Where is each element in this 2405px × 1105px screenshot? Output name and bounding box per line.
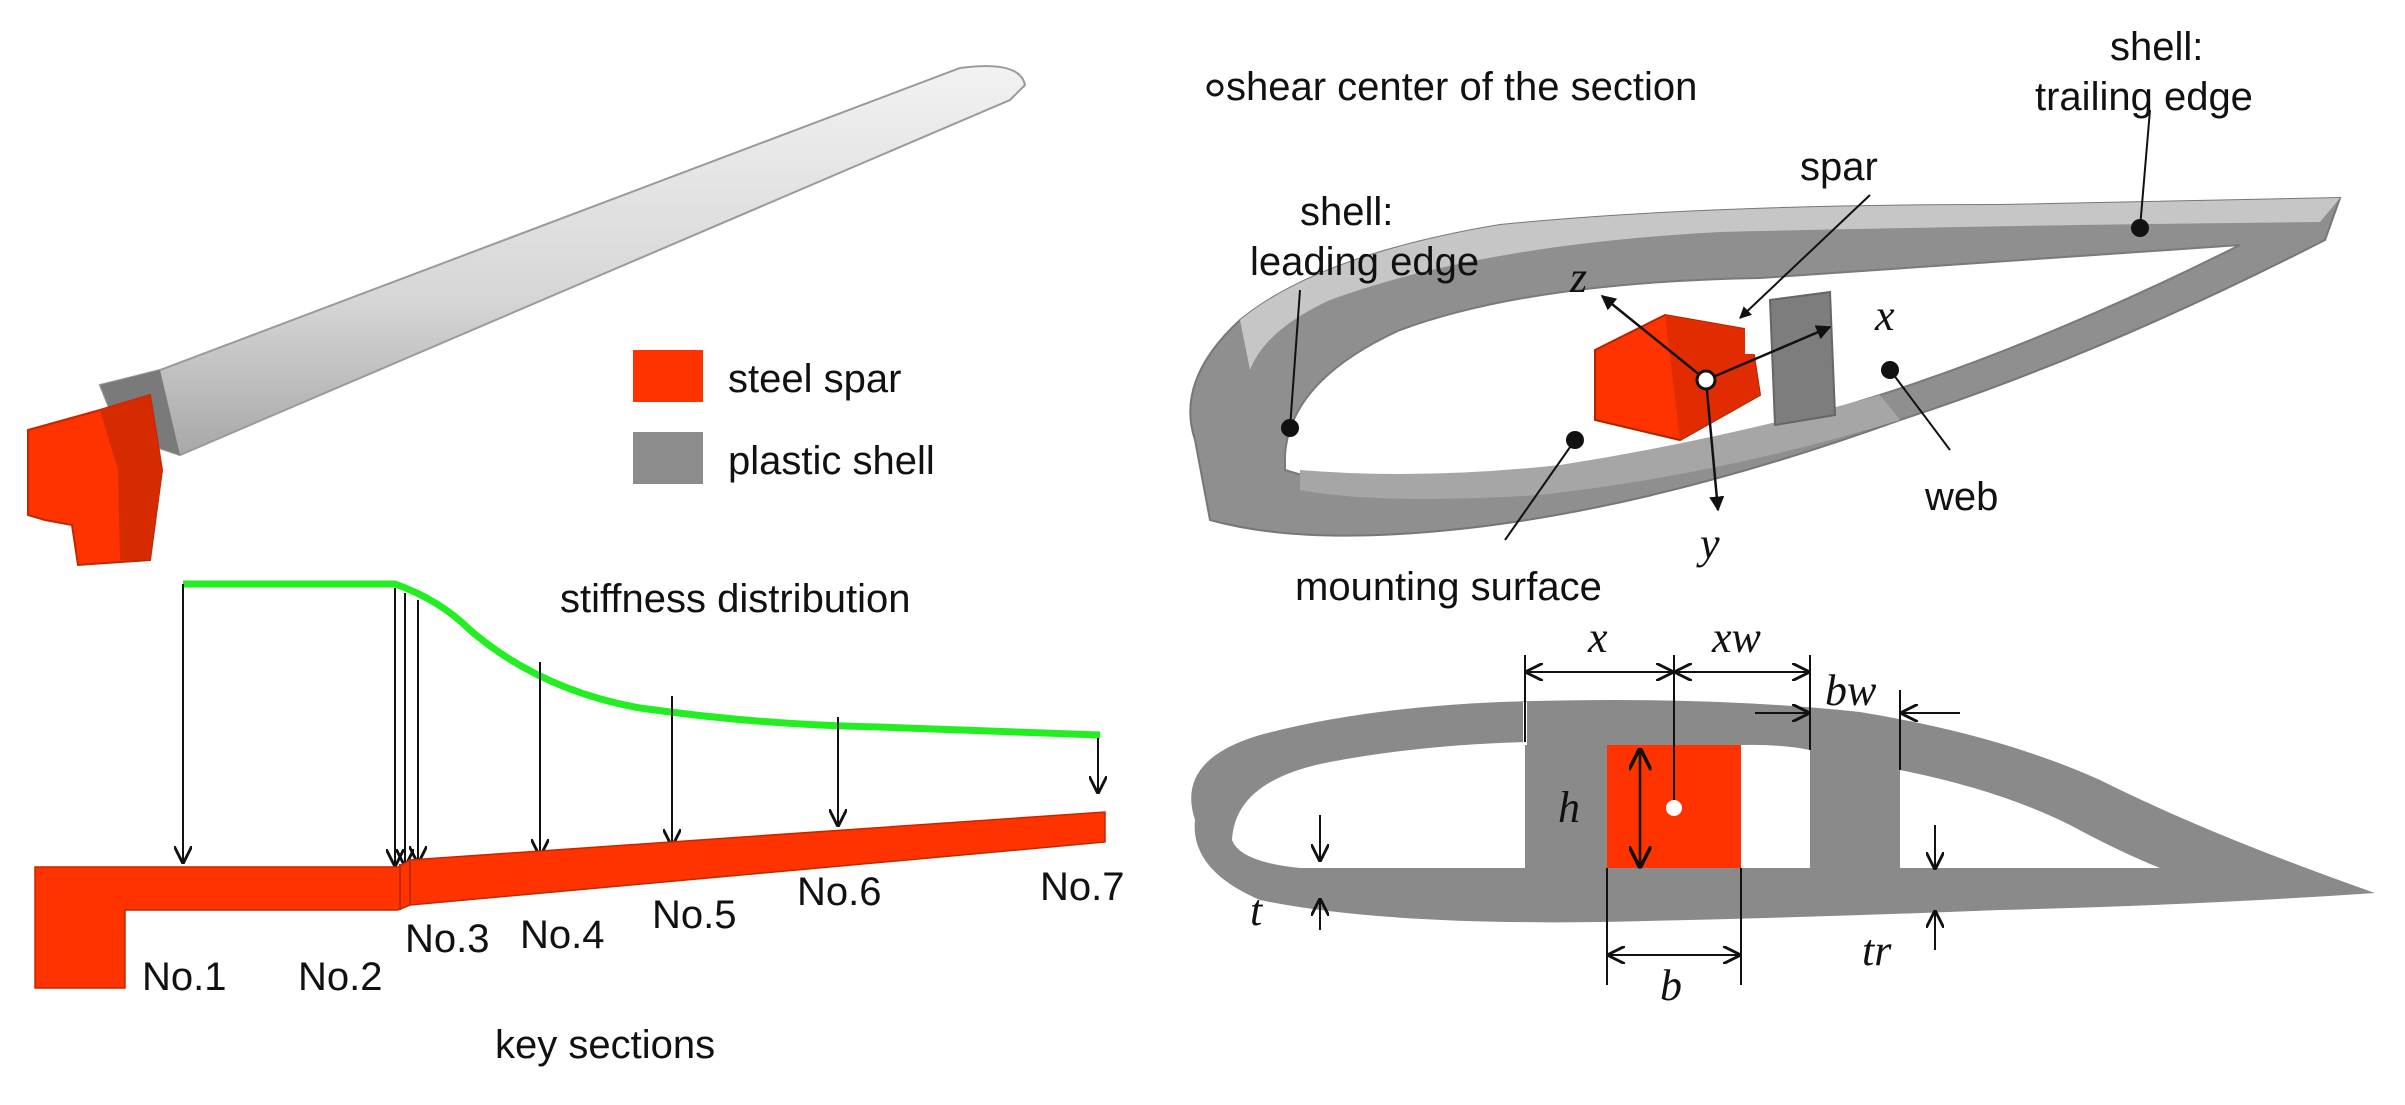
dim-tr-label: tr <box>1862 926 1892 975</box>
dim-bw-label: bw <box>1825 666 1877 715</box>
section-label-no5: No.5 <box>652 893 737 937</box>
legend-label-steel-spar: steel spar <box>728 357 901 401</box>
legend-swatch-steel-spar <box>633 350 703 402</box>
stiffness-curve <box>183 580 1101 739</box>
axis-x-arrow <box>1705 325 1832 382</box>
section-inner-floor <box>1300 395 1900 499</box>
airfoil-cavity-mid <box>1741 744 1810 868</box>
blade-root-spar-shade <box>100 395 162 560</box>
key-sections-label: key sections <box>495 1023 715 1067</box>
dim-t-label: t <box>1250 886 1264 935</box>
axis-z-label: z <box>1569 253 1587 302</box>
spar-label: spar <box>1800 145 1878 189</box>
web-leader <box>1889 369 1951 451</box>
shear-center-marker <box>1695 369 1717 391</box>
axis-z-arrow <box>1600 295 1707 381</box>
section-label-no4: No.4 <box>520 913 605 957</box>
mounting-surface-label: mounting surface <box>1295 565 1602 609</box>
airfoil-cavity-front <box>1232 742 1525 868</box>
section-label-no1: No.1 <box>142 955 227 999</box>
trailing-edge-leader <box>2139 109 2151 229</box>
shear-center-legend-label: shear center of the section <box>1226 65 1697 109</box>
section-web <box>1768 290 1837 427</box>
blade-3d-view <box>27 65 1027 567</box>
axis-x-label: x <box>1874 291 1895 340</box>
stiffness-distribution-label: stiffness distribution <box>560 577 911 621</box>
legend-swatch-plastic-shell <box>633 432 703 484</box>
web-label: web <box>1924 475 1998 519</box>
trailing-edge-label-line2: trailing edge <box>2035 75 2253 119</box>
stiffness-diagram: stiffness distribution No.1 No.2 No.3 No… <box>34 577 1125 1067</box>
section-label-no6: No.6 <box>797 870 882 914</box>
dim-b-label: b <box>1660 961 1682 1010</box>
mounting-surface-leader <box>1504 439 1576 541</box>
legend: steel spar plastic shell <box>633 350 935 484</box>
trailing-edge-label-line1: shell: <box>2110 25 2203 69</box>
legend-label-plastic-shell: plastic shell <box>728 439 935 483</box>
section-label-no3: No.3 <box>405 917 490 961</box>
dim-x-label: x <box>1587 613 1608 662</box>
section-shear-center <box>1666 800 1682 816</box>
axis-y-label: y <box>1696 519 1720 568</box>
dim-xw-label: xw <box>1711 613 1762 662</box>
airfoil-cavity-rear <box>1900 770 2160 868</box>
section-2d-view: x xw bw h b t tr <box>1191 613 2375 1010</box>
spar-leader <box>1739 194 1871 319</box>
blade-shell <box>98 65 1027 457</box>
axis-y-arrow <box>1704 379 1725 512</box>
leading-edge-label-line2: leading edge <box>1250 240 1479 284</box>
section-shell-top-face <box>1240 198 2340 370</box>
section-3d-view: shear center of the section z x y shell:… <box>1189 25 2342 609</box>
section-label-no2: No.2 <box>298 955 383 999</box>
section-spar-notch <box>1745 322 1767 354</box>
dim-h-label: h <box>1558 783 1580 832</box>
leading-edge-label-line1: shell: <box>1300 190 1393 234</box>
leading-edge-leader <box>1289 289 1301 429</box>
shear-center-legend-marker <box>1206 79 1224 97</box>
section-label-no7: No.7 <box>1040 865 1125 909</box>
